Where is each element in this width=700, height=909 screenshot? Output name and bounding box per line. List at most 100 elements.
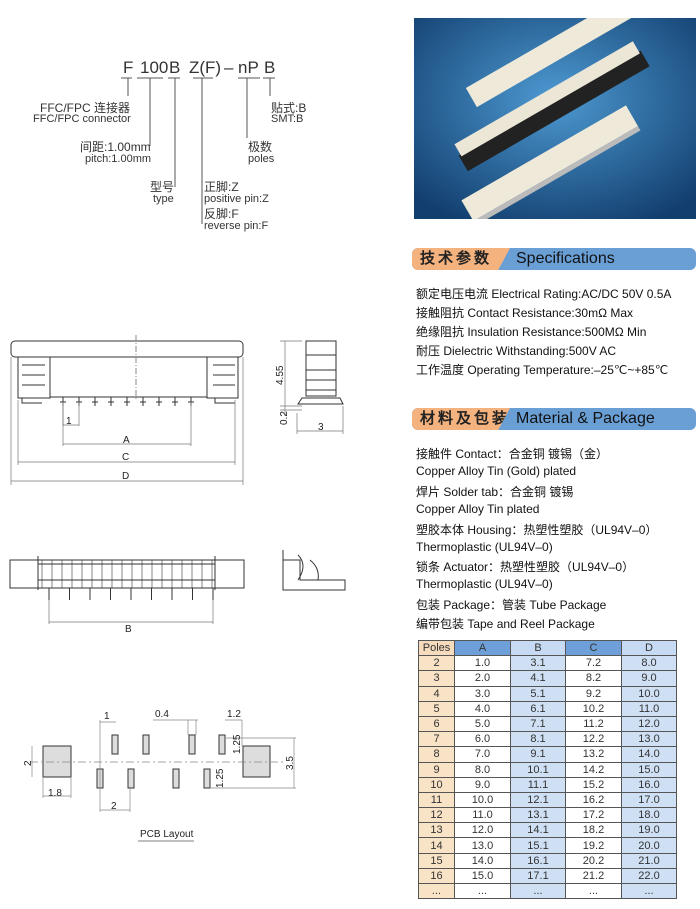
material-line: Copper Alloy Tin (Gold) plated: [416, 464, 577, 478]
smt-en: SMT:B: [271, 113, 304, 125]
pn-dash: –: [224, 58, 234, 77]
pcb-dim-1: 1: [104, 711, 110, 722]
a-cell: 5.0: [454, 715, 511, 733]
pn-smt: B: [264, 58, 276, 77]
front-view-drawing: 1 A C D 4.55 0.2 3: [10, 335, 344, 485]
poles-cell: 6: [418, 715, 455, 733]
a-cell: 7.0: [454, 746, 511, 763]
b-cell: 3.1: [510, 655, 566, 672]
spec-line: 额定电压电流 Electrical Rating:AC/DC 50V 0.5A: [416, 287, 672, 301]
material-line: 塑胶本体 Housing：热塑性塑胶（UL94V–0）: [416, 523, 658, 537]
col-header-poles: Poles: [418, 639, 455, 657]
poles-en: poles: [248, 153, 275, 165]
d-cell: 19.0: [621, 822, 677, 839]
b-cell: 8.1: [510, 731, 566, 748]
a-cell: 10.0: [454, 791, 511, 809]
type-en: type: [153, 193, 174, 205]
poles-cell: ...: [418, 882, 455, 900]
c-cell: 20.2: [565, 852, 622, 869]
part-number-leaders: [121, 77, 275, 224]
pn-100: 100: [140, 58, 169, 77]
c-cell: 9.2: [565, 685, 622, 702]
d-cell: 9.0: [621, 670, 677, 687]
d-cell: 18.0: [621, 807, 677, 824]
c-cell: 19.2: [565, 837, 622, 854]
series-cn: FFC/FPC 连接器: [40, 101, 130, 115]
material-line: 包装 Package：管装 Tube Package: [416, 598, 607, 612]
dim-offset-label: 0.2: [279, 411, 290, 425]
poles-cell: 2: [418, 655, 455, 672]
pn-np: nP: [238, 58, 259, 77]
dim-c-label: C: [122, 452, 129, 463]
c-cell: 17.2: [565, 807, 622, 824]
d-cell: 13.0: [621, 731, 677, 748]
dim-b-label: B: [125, 624, 132, 635]
poles-cell: 7: [418, 731, 455, 748]
c-cell: 7.2: [565, 655, 622, 672]
spec-line: 接触阻抗 Contact Resistance:30mΩ Max: [416, 306, 634, 320]
specifications-title-cn: 技术参数: [412, 248, 510, 270]
specifications-title-en: Specifications: [516, 250, 615, 267]
b-cell: 9.1: [510, 746, 566, 763]
c-cell: 15.2: [565, 776, 622, 793]
d-cell: 8.0: [621, 655, 677, 672]
b-cell: 17.1: [510, 867, 566, 885]
a-cell: 6.0: [454, 731, 511, 748]
material-line: 编带包装 Tape and Reel Package: [416, 617, 595, 631]
a-cell: 2.0: [454, 670, 511, 687]
material-line: Thermoplastic (UL94V–0): [416, 540, 553, 554]
pcb-dim-1-8: 1.8: [48, 788, 62, 799]
d-cell: 11.0: [621, 700, 677, 717]
c-cell: 13.2: [565, 746, 622, 763]
material-title-cn: 材料及包装: [412, 408, 510, 430]
d-cell: 12.0: [621, 715, 677, 733]
c-cell: 10.2: [565, 700, 622, 717]
c-cell: ...: [565, 882, 622, 900]
d-cell: 17.0: [621, 791, 677, 809]
col-header-b: B: [510, 639, 566, 657]
pcb-dim-2: 2: [111, 801, 117, 812]
d-cell: 20.0: [621, 837, 677, 854]
d-cell: 21.0: [621, 852, 677, 869]
poles-cell: 9: [418, 761, 455, 778]
d-cell: 16.0: [621, 776, 677, 793]
pin-pos-cn: 正脚:Z: [204, 180, 239, 194]
poles-cell: 8: [418, 746, 455, 763]
poles-cell: 15: [418, 852, 455, 869]
d-cell: 10.0: [621, 685, 677, 702]
b-cell: 5.1: [510, 685, 566, 702]
pin-rev-en: reverse pin:F: [204, 220, 269, 232]
b-cell: 14.1: [510, 822, 566, 839]
material-line: 焊片 Solder tab：合金铜 镀锡: [416, 485, 574, 499]
poles-cell: 3: [418, 670, 455, 687]
pcb-dim-1-2: 1.2: [227, 709, 241, 720]
b-cell: 11.1: [510, 776, 566, 793]
poles-cell: 5: [418, 700, 455, 717]
pcb-dim-1-25-top: 1.25: [232, 734, 243, 754]
pcb-layout-drawing: 1 0.4 1.2 1.25 1.25 3.5 2 1.8 2 PCB Layo…: [23, 709, 296, 842]
d-cell: ...: [621, 882, 677, 900]
a-cell: 1.0: [454, 655, 511, 672]
b-cell: ...: [510, 882, 566, 900]
poles-cell: 10: [418, 776, 455, 793]
a-cell: ...: [454, 882, 511, 900]
pn-zf: Z(F): [189, 58, 222, 77]
a-cell: 13.0: [454, 837, 511, 854]
poles-cell: 13: [418, 822, 455, 839]
pitch-cn: 间距:1.00mm: [80, 140, 151, 154]
c-cell: 18.2: [565, 822, 622, 839]
c-cell: 21.2: [565, 867, 622, 885]
poles-cell: 12: [418, 807, 455, 824]
spec-line: 工作温度 Operating Temperature:–25℃~+85℃: [416, 363, 669, 377]
spec-line: 绝缘阻抗 Insulation Resistance:500MΩ Min: [416, 325, 647, 339]
